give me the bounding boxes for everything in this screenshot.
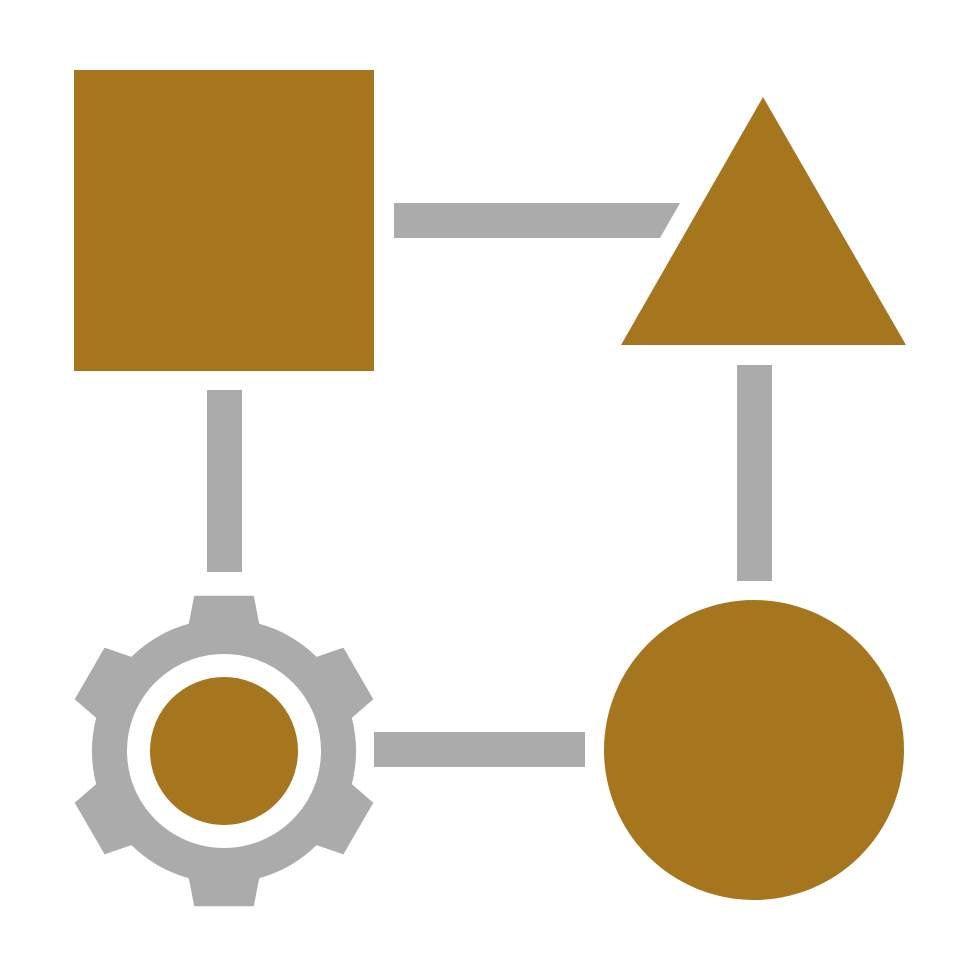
square-node xyxy=(74,70,374,371)
connector-triangle-circle xyxy=(737,365,772,581)
gear-hub xyxy=(150,677,298,825)
circle-node xyxy=(604,600,904,900)
triangle-node xyxy=(621,97,906,345)
connector-square-triangle xyxy=(394,203,680,238)
gear-node xyxy=(74,595,374,907)
connector-square-gear xyxy=(207,390,242,572)
connector-gear-circle xyxy=(374,732,585,767)
